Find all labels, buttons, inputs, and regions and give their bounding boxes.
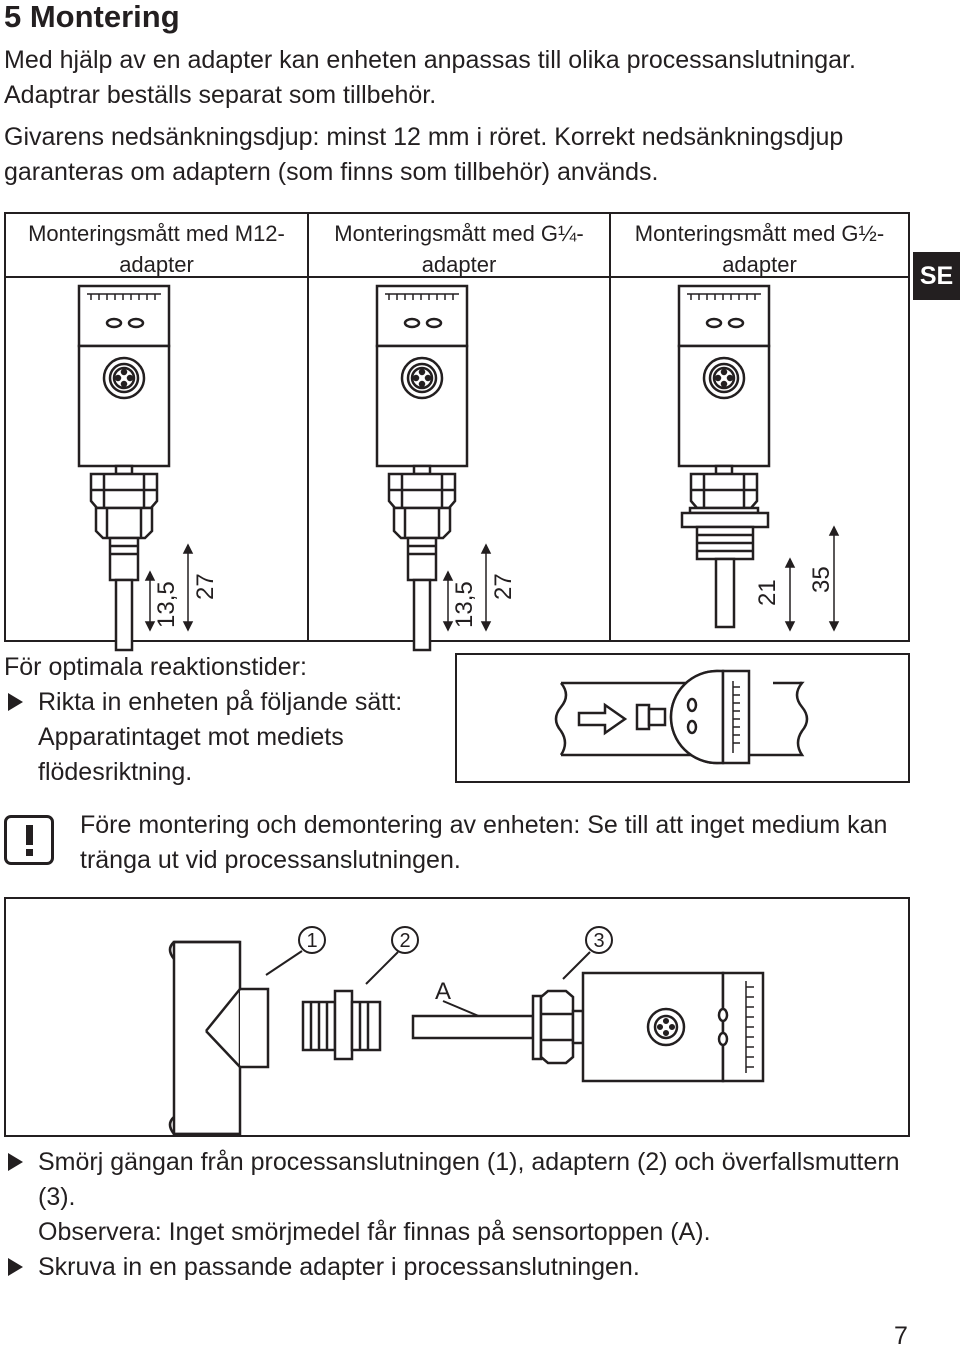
step-note: Observera: Inget smörjmedel får finnas p… [38, 1218, 711, 1246]
label-sensor-tip: A [435, 978, 451, 1005]
warning-text: Före montering och demontering av enhete… [80, 811, 888, 874]
sensor-horizontal [411, 971, 765, 1083]
section-heading: 5 Montering [4, 0, 180, 34]
intro-paragraph-2: Givarens nedsänkningsdjup: minst 12 mm i… [4, 123, 844, 186]
dim-g12-long: 35 [808, 566, 835, 593]
label-adapter: 2 [399, 930, 410, 952]
column-header-g12: Monteringsmått med G½-adapter [611, 214, 908, 278]
assembly-diagram: 1 2 3 A [168, 926, 765, 1136]
label-process-connection: 1 [306, 930, 317, 952]
language-tab: SE [913, 252, 960, 300]
orientation-lead: För optimala reaktionstider: [4, 653, 307, 681]
dim-g14-long: 27 [490, 573, 517, 600]
step-lubricate: Smörj gängan från processanslutningen (1… [38, 1148, 900, 1211]
assembly-figure: 1 2 3 A [4, 897, 910, 1137]
page-number: 7 [894, 1322, 908, 1350]
sensor-drawings: 13,5 27 13,5 27 21 35 [77, 284, 840, 652]
dim-m12-short: 13,5 [153, 581, 180, 628]
dimensions-table: Monteringsmått med M12-adapter Montering… [4, 212, 910, 642]
dim-g12-short: 21 [754, 579, 781, 606]
column-header-m12: Monteringsmått med M12-adapter [6, 214, 307, 278]
dim-m12-long: 27 [192, 573, 219, 600]
adapter-part [301, 989, 382, 1061]
dim-g14-short: 13,5 [451, 581, 478, 628]
label-union-nut: 3 [593, 930, 604, 952]
tee-fitting [168, 940, 270, 1136]
orientation-step: Rikta in enheten på följande sätt: Appar… [38, 688, 403, 786]
flow-orientation-figure [455, 653, 910, 783]
assembly-steps: Smörj gängan från processanslutningen (1… [4, 1145, 904, 1285]
warning-icon [4, 815, 54, 865]
column-header-g14: Monteringsmått med G¼-adapter [309, 214, 609, 278]
step-screw-in: Skruva in en passande adapter i processa… [38, 1253, 640, 1281]
bullet-arrow-icon [8, 693, 23, 711]
bullet-arrow-icon [8, 1258, 23, 1276]
sensor-g12 [677, 284, 771, 629]
orientation-instructions: För optimala reaktionstider: Rikta in en… [4, 650, 424, 790]
intro-paragraph-1: Med hjälp av en adapter kan enheten anpa… [4, 46, 856, 109]
flow-diagram [554, 669, 809, 765]
bullet-arrow-icon [8, 1153, 23, 1171]
